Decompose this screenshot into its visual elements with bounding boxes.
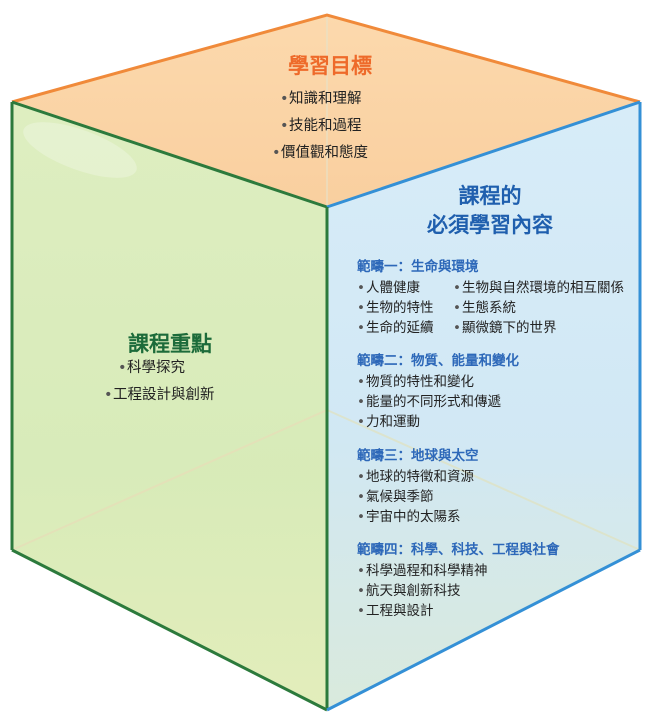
category-title: 範疇三：地球與太空 xyxy=(357,448,479,464)
bullet-icon: • xyxy=(118,360,127,376)
bullet-icon: • xyxy=(357,509,365,525)
list-item: •宇宙中的太陽系 xyxy=(357,509,461,525)
list-item: •地球的特徵和資源 xyxy=(357,469,474,485)
right-face-title-line2: 必須學習內容 xyxy=(427,213,553,237)
bullet-icon: • xyxy=(357,583,365,599)
list-item: •生物與自然環境的相互關係 xyxy=(453,280,624,296)
bullet-icon: • xyxy=(357,374,365,390)
bullet-icon: • xyxy=(280,118,289,134)
category-title: 範疇四：科學、科技、工程與社會 xyxy=(357,542,560,558)
list-item: •航天與創新科技 xyxy=(357,583,461,599)
bullet-icon: • xyxy=(357,489,365,505)
bullet-icon: • xyxy=(357,469,365,485)
list-item: •工程設計與創新 xyxy=(104,382,215,409)
gloss-highlight xyxy=(23,122,137,178)
top-face-items: •知識和理解 •技能和過程 •價值觀和態度 xyxy=(258,86,408,167)
top-face-title: 學習目標 xyxy=(288,54,372,78)
bullet-icon: • xyxy=(357,300,365,316)
bullet-icon: • xyxy=(357,394,365,410)
category-2: 範疇二：物質、能量和變化 •物質的特性和變化 •能量的不同形式和傳遞 •力和運動 xyxy=(357,351,519,432)
right-face-title: 課程的 必須學習內容 xyxy=(385,182,595,240)
list-item: •氣候與季節 xyxy=(357,489,434,505)
category-title: 範疇二：物質、能量和變化 xyxy=(357,353,519,369)
list-item: •顯微鏡下的世界 xyxy=(453,320,557,336)
list-item: •生命的延續 xyxy=(357,320,434,336)
bullet-icon: • xyxy=(357,280,365,296)
list-item: •科學過程和科學精神 xyxy=(357,563,488,579)
list-item: •力和運動 xyxy=(357,414,420,430)
bullet-icon: • xyxy=(357,603,365,619)
bullet-icon: • xyxy=(357,320,365,336)
left-face-title: 課程重點 xyxy=(128,332,212,356)
list-item: •生態系統 xyxy=(453,300,516,316)
right-bottom-edge xyxy=(326,548,641,712)
left-bottom-edge xyxy=(11,548,328,712)
left-top-edge xyxy=(11,100,328,209)
bullet-icon: • xyxy=(357,563,365,579)
left-face-items: •科學探究 •工程設計與創新 xyxy=(104,355,215,409)
list-item: •知識和理解 xyxy=(258,86,408,113)
bullet-icon: • xyxy=(357,414,365,430)
list-item: •工程與設計 xyxy=(357,603,434,619)
left-face xyxy=(12,102,327,710)
list-item: •科學探究 xyxy=(104,355,215,382)
top-face xyxy=(12,15,640,207)
bullet-icon: • xyxy=(104,387,113,403)
list-item: •技能和過程 xyxy=(258,113,408,140)
category-title: 範疇一：生命與環境 xyxy=(357,259,479,275)
right-face xyxy=(327,102,640,710)
list-item: •人體健康 xyxy=(357,280,420,296)
list-item: •物質的特性和變化 xyxy=(357,374,474,390)
right-face-title-line1: 課程的 xyxy=(458,184,522,208)
bullet-icon: • xyxy=(453,320,461,336)
category-1: 範疇一：生命與環境 •人體健康 •生物的特性 •生命的延續 •生物與自然環境的相… xyxy=(357,257,627,340)
category-4: 範疇四：科學、科技、工程與社會 •科學過程和科學精神 •航天與創新科技 •工程與… xyxy=(357,540,560,621)
bullet-icon: • xyxy=(280,91,289,107)
category-3: 範疇三：地球與太空 •地球的特徵和資源 •氣候與季節 •宇宙中的太陽系 xyxy=(357,446,479,527)
top-edge xyxy=(11,13,641,104)
hidden-edge-left xyxy=(11,409,328,551)
bullet-icon: • xyxy=(272,145,281,161)
right-top-edge xyxy=(326,100,641,209)
list-item: •生物的特性 xyxy=(357,300,434,316)
hidden-edge-right xyxy=(326,409,641,551)
list-item: •價值觀和態度 xyxy=(258,140,408,167)
bullet-icon: • xyxy=(453,280,461,296)
list-item: •能量的不同形式和傳遞 xyxy=(357,394,501,410)
bullet-icon: • xyxy=(453,300,461,316)
